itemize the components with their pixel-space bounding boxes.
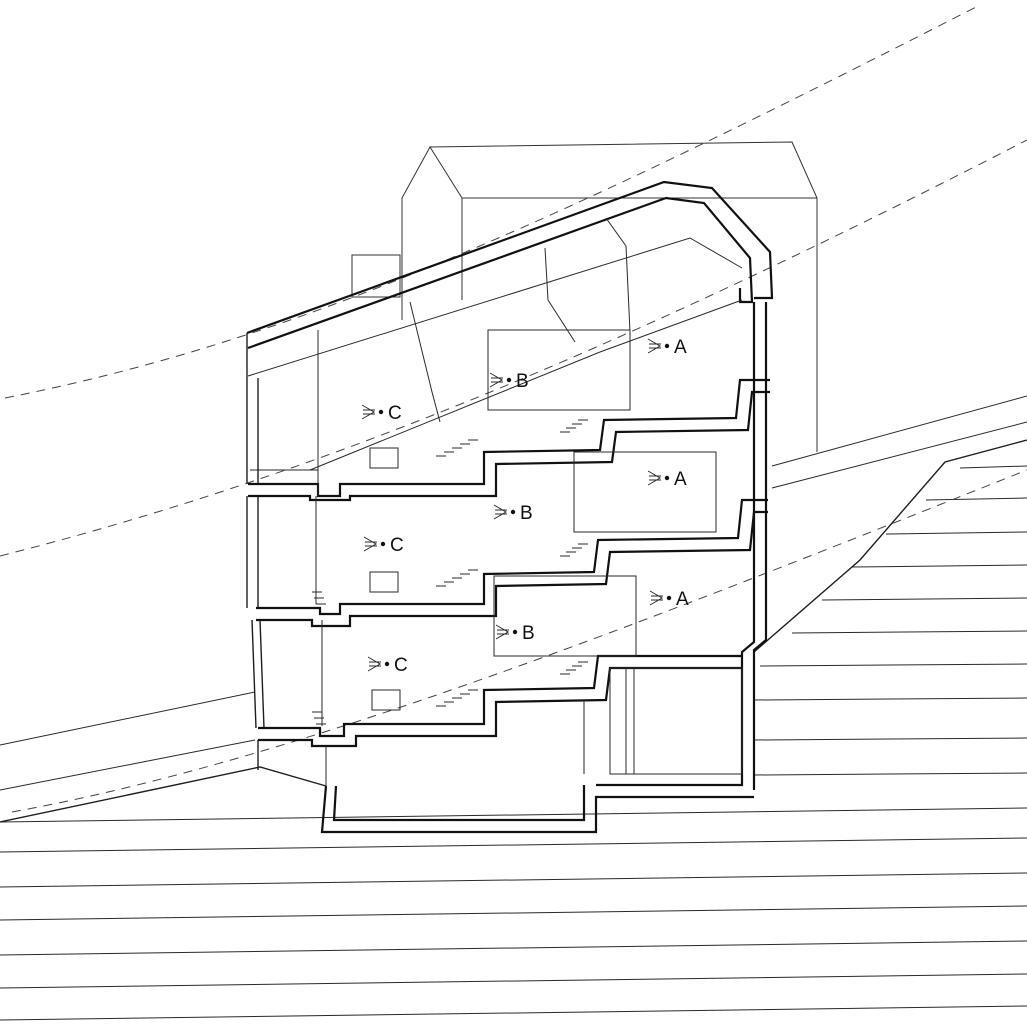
viewpoint-b-2: B (489, 371, 529, 392)
viewpoint-arrow-icon (363, 536, 377, 552)
roof (246, 180, 774, 471)
viewpoint-dot (506, 377, 512, 383)
dashed-lines (0, 5, 1027, 813)
viewpoint-a-7: A (649, 589, 689, 610)
viewpoint-label: A (676, 589, 689, 610)
background-house (351, 141, 818, 452)
viewpoint-arrow-icon (495, 624, 509, 640)
basement (320, 667, 754, 834)
viewpoint-label: A (674, 337, 687, 358)
viewpoint-dot (380, 541, 386, 547)
viewpoint-dot (664, 343, 670, 349)
viewpoint-arrow-icon (367, 656, 381, 672)
viewpoint-label: C (394, 655, 408, 676)
outer-walls (246, 302, 768, 790)
viewpoint-dot (666, 595, 672, 601)
viewpoint-markers: A B C A B C A B C (361, 337, 689, 676)
viewpoint-c-9: C (367, 655, 408, 676)
viewpoint-c-3: C (361, 403, 402, 424)
stairs (312, 419, 588, 725)
viewpoint-arrow-icon (649, 590, 663, 606)
viewpoint-b-5: B (493, 503, 533, 524)
viewpoint-dot (512, 629, 518, 635)
viewpoint-dot (378, 409, 384, 415)
viewpoint-arrow-icon (493, 504, 507, 520)
viewpoint-c-6: C (363, 535, 404, 556)
viewpoint-dot (510, 509, 516, 515)
viewpoint-label: B (520, 503, 533, 524)
viewpoint-label: C (390, 535, 404, 556)
viewpoint-a-4: A (647, 469, 687, 490)
viewpoint-label: B (522, 623, 535, 644)
interior-volumes (309, 299, 743, 726)
terrain-profile (0, 395, 1027, 823)
viewpoint-dot (664, 475, 670, 481)
viewpoint-label: C (388, 403, 402, 424)
viewpoint-a-1: A (647, 337, 687, 358)
viewpoint-label: B (516, 371, 529, 392)
viewpoint-b-8: B (495, 623, 535, 644)
viewpoint-dot (384, 661, 390, 667)
viewpoint-arrow-icon (647, 338, 661, 354)
floor-slabs (248, 378, 770, 748)
ground-strata (0, 465, 1027, 1021)
viewpoint-arrow-icon (647, 470, 661, 486)
viewpoint-arrow-icon (489, 372, 503, 388)
viewpoint-label: A (674, 469, 687, 490)
viewpoint-arrow-icon (361, 404, 375, 420)
